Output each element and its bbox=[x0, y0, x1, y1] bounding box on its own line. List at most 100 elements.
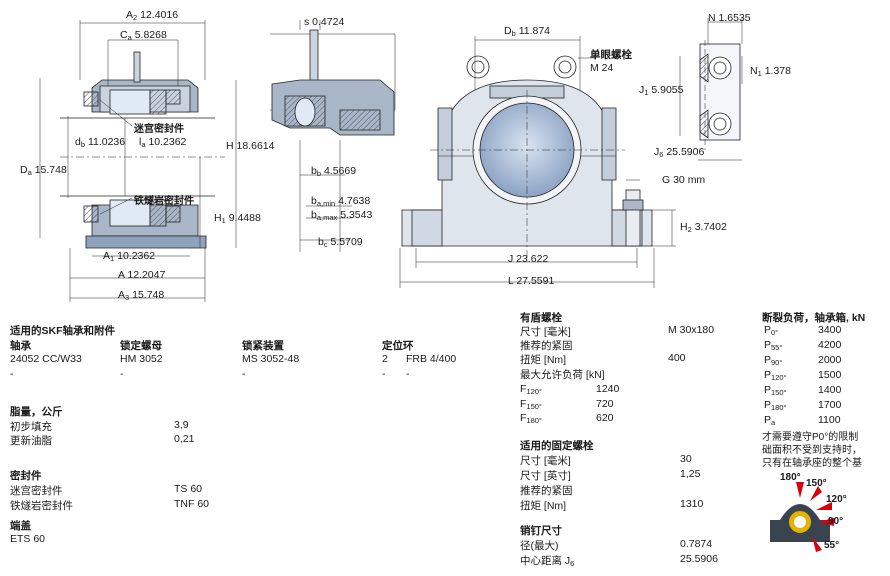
row1-lockdevice: MS 3052-48 bbox=[242, 353, 300, 365]
dim-h: H 18.6614 bbox=[226, 140, 275, 152]
break-label-4: P150° bbox=[764, 384, 787, 397]
dowel-label-0: 径(最大) bbox=[520, 540, 559, 552]
dim-j: J 23.622 bbox=[508, 253, 549, 265]
cap-bolts-torque-value: 400 bbox=[668, 352, 686, 364]
front-view-center bbox=[399, 36, 676, 288]
cap-bolts-load-title: 最大允许负荷 [kN] bbox=[520, 369, 605, 381]
angle-55: 55° bbox=[824, 540, 840, 551]
header-locknut: 锁定螺母 bbox=[120, 340, 162, 352]
load-label-1: F150° bbox=[520, 398, 542, 411]
row2-bearing: - bbox=[10, 368, 14, 380]
dim-s: s 0.4724 bbox=[304, 16, 345, 28]
dim-a3: A3 15.748 bbox=[118, 289, 165, 302]
cap-bolts-size-value: M 30x180 bbox=[668, 324, 715, 336]
header-bearing: 轴承 bbox=[10, 340, 31, 352]
break-label-0: P0° bbox=[764, 324, 779, 337]
cap-bolts-size-label: 尺寸 [毫米] bbox=[520, 326, 571, 338]
dim-bamax: ba,max 5.3543 bbox=[311, 209, 373, 222]
label-taconite-seal: 铁燧岩密封件 bbox=[134, 196, 194, 207]
dim-j6: J6 25.5906 bbox=[654, 146, 705, 159]
dim-a2: A2 12.4016 bbox=[126, 9, 179, 22]
grease-title: 脂量，公斤 bbox=[10, 406, 63, 418]
dowel-label-1: 中心距离 J6 bbox=[520, 555, 575, 568]
dim-n1: N1 1.378 bbox=[750, 65, 791, 78]
break-note-2: 础面积不受到支持时， bbox=[762, 445, 862, 456]
break-value-0: 3400 bbox=[818, 324, 842, 336]
break-note-1: 才需要遵守P0°的限制 bbox=[762, 432, 859, 443]
grease-label-0: 初步填充 bbox=[10, 421, 52, 433]
section-view-left bbox=[39, 20, 237, 302]
fix-bolts-in-label: 尺寸 [英寸] bbox=[520, 470, 571, 482]
row2-lockdevice: - bbox=[242, 368, 246, 380]
dim-ca: Ca 5.8268 bbox=[120, 29, 167, 42]
load-direction-diagram bbox=[770, 482, 834, 552]
dim-bc: bc 5.5709 bbox=[318, 236, 363, 249]
label-eyebolt-size: M 24 bbox=[590, 62, 614, 74]
dim-la: la 10.2362 bbox=[139, 136, 187, 149]
load-label-2: F180° bbox=[520, 412, 542, 425]
break-note-3: 只有在轴承座的整个基 bbox=[762, 458, 862, 469]
break-value-3: 1500 bbox=[818, 369, 842, 381]
break-label-2: P90° bbox=[764, 354, 783, 367]
break-value-1: 4200 bbox=[818, 339, 842, 351]
dowel-title: 销钉尺寸 bbox=[520, 525, 562, 537]
dim-h1: H1 9.4488 bbox=[214, 212, 261, 225]
row1-locating: FRB 4/400 bbox=[406, 353, 457, 365]
dim-n: N 1.6535 bbox=[708, 12, 751, 24]
accessories-title: 适用的SKF轴承和附件 bbox=[10, 325, 115, 337]
row1-qty: 2 bbox=[382, 353, 388, 365]
cap-bolts-torque-label: 扭矩 [Nm] bbox=[520, 354, 567, 366]
break-label-1: P55° bbox=[764, 339, 783, 352]
break-value-4: 1400 bbox=[818, 384, 842, 396]
load-value-1: 720 bbox=[596, 398, 614, 410]
dim-h2: H2 3.7402 bbox=[680, 221, 727, 234]
row2-locknut: - bbox=[120, 368, 124, 380]
cap-bolts-title: 有盾螺栓 bbox=[520, 312, 562, 324]
dowel-value-0: 0.7874 bbox=[680, 538, 713, 550]
seals-title: 密封件 bbox=[10, 470, 42, 482]
seals-value-0: TS 60 bbox=[174, 483, 203, 495]
grease-value-0: 3,9 bbox=[174, 419, 189, 431]
dowel-value-1: 25.5906 bbox=[680, 553, 718, 565]
angle-150: 150° bbox=[806, 478, 827, 489]
dim-g: G 30 mm bbox=[662, 174, 706, 186]
fix-bolts-torque-title: 推荐的紧固 bbox=[520, 485, 573, 497]
seals-label-1: 铁燧岩密封件 bbox=[10, 500, 73, 512]
break-label-3: P120° bbox=[764, 369, 787, 382]
dim-bb: bb 4.5669 bbox=[311, 165, 357, 178]
fix-bolts-torque-label: 扭矩 [Nm] bbox=[520, 500, 567, 512]
angle-180: 180° bbox=[780, 472, 801, 483]
detail-view-middle bbox=[270, 20, 396, 252]
dim-bamin: ba,min 4.7638 bbox=[311, 195, 371, 208]
breaking-title: 断裂负荷，轴承箱, kN bbox=[762, 312, 866, 324]
fix-bolts-mm-label: 尺寸 [毫米] bbox=[520, 455, 571, 467]
fix-bolts-mm-value: 30 bbox=[680, 453, 692, 465]
seals-label-0: 迷宫密封件 bbox=[10, 485, 63, 497]
dim-db-center: Db 11.874 bbox=[504, 25, 551, 38]
dim-da-left: Da 15.748 bbox=[20, 164, 67, 177]
fix-bolts-title: 适用的固定螺栓 bbox=[520, 440, 594, 452]
endcover-title: 端盖 bbox=[10, 520, 31, 532]
grease-value-1: 0,21 bbox=[174, 433, 195, 445]
dim-a: A 12.2047 bbox=[118, 269, 166, 281]
cap-bolts-torque-title: 推荐的紧固 bbox=[520, 340, 573, 352]
grease-label-1: 更新油脂 bbox=[10, 435, 52, 447]
load-value-0: 1240 bbox=[596, 383, 620, 395]
break-value-2: 2000 bbox=[818, 354, 842, 366]
label-eyebolt: 单眼螺栓 bbox=[590, 49, 632, 61]
row1-bearing: 24052 CC/W33 bbox=[10, 353, 82, 365]
dim-db-left: db 11.0236 bbox=[75, 136, 126, 149]
seals-value-1: TNF 60 bbox=[174, 498, 210, 510]
fix-bolts-in-value: 1,25 bbox=[680, 468, 701, 480]
angle-90: 90° bbox=[828, 516, 844, 527]
row2-qty: - bbox=[382, 368, 386, 380]
break-label-5: P180° bbox=[764, 399, 787, 412]
dim-a1: A1 10.2362 bbox=[103, 250, 156, 263]
header-locating: 定位环 bbox=[382, 340, 414, 352]
angle-120: 120° bbox=[826, 494, 847, 505]
dim-l: L 27.5591 bbox=[508, 275, 555, 287]
row1-locknut: HM 3052 bbox=[120, 353, 163, 365]
header-lockdevice: 锁紧装置 bbox=[242, 340, 284, 352]
side-detail-right bbox=[679, 18, 743, 161]
break-label-6: Pa bbox=[764, 414, 776, 427]
